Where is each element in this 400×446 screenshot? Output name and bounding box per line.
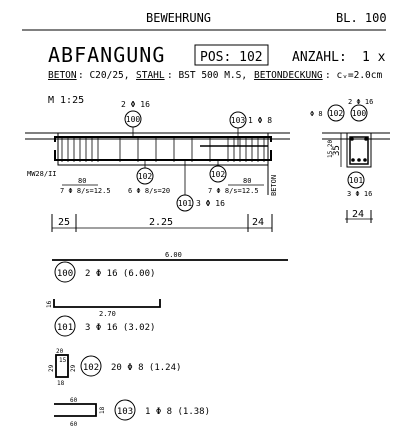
dim-right: 24 (252, 217, 264, 228)
bar-102-dim-right: 29 (70, 364, 77, 372)
left-stirrup-label: 7 Φ 8/s=12.5 (60, 187, 111, 195)
dim-mid: 2.25 (149, 217, 173, 228)
mid-stirrup-label: 6 Φ 8/s=20 (128, 187, 170, 195)
section-ref-102-circle (327, 104, 345, 122)
header-title: BEWEHRUNG (146, 11, 211, 25)
bar-103-dim-side: 18 (99, 406, 106, 414)
section-bottom-bar-3 (363, 158, 367, 162)
bar-100-schedule: 6.00 100 2 Φ 16 (6.00) (52, 251, 288, 283)
bar-103-dim-bottom: 60 (70, 421, 78, 428)
bar-102-shape (55, 354, 69, 378)
bar-101-length: 2.70 (99, 310, 116, 318)
section-outline (346, 132, 372, 168)
part-name: ABFANGUNG (48, 43, 165, 67)
bar-102-text: 20 Φ 8 (1.24) (111, 363, 181, 373)
beam-section: 2 Φ 16 102 Φ 8 100 35 15.20 101 3 Φ 16 2… (310, 98, 390, 223)
section-ref-101-text: 101 (349, 176, 364, 185)
scale-label: M 1:25 (48, 95, 84, 106)
bar-103-schedule: 60 18 60 103 1 Φ 8 (1.38) (54, 397, 210, 428)
beam-elevation: BETON MW28/II 2 Φ 16 100 103 1 Φ 8 80 7 … (25, 100, 290, 232)
ref-102-mid-text: 102 (138, 172, 153, 181)
ref-100-text: 100 (126, 115, 141, 124)
bar-103-ref-circle (114, 399, 136, 421)
section-ref-102-label: Φ 8 (310, 110, 323, 118)
bar-102-dim-inner: 15 (59, 357, 67, 364)
bar-102-ref: 102 (83, 363, 99, 373)
left-80-dim: 80 (78, 177, 86, 185)
header-sheet-number: BL. 100 (336, 11, 387, 25)
section-ref-102-text: 102 (329, 109, 344, 118)
section-bottom-bar-1 (351, 158, 355, 162)
pos-box (194, 44, 269, 66)
count-value: 1 x (362, 50, 386, 65)
bar-101-ref: 101 (57, 323, 73, 333)
beton-side-label: BETON (270, 175, 278, 196)
bottom-bar-101 (54, 150, 272, 161)
section-stirrup (349, 136, 369, 165)
masonry-note: MW28/II (27, 170, 57, 178)
ref-103-text: 103 (231, 116, 246, 125)
bar-101-shape (53, 299, 161, 308)
bar-101-side-dim: 16 (46, 300, 53, 308)
top-bar-label: 2 Φ 16 (121, 100, 150, 109)
bar-103-dim-top: 60 (70, 397, 78, 404)
count-label: ANZAHL: (292, 50, 347, 65)
right-80-dim: 80 (243, 177, 251, 185)
bar-102-dim-top: 20 (56, 348, 64, 355)
stirrup-lines (61, 137, 265, 162)
bar-101-text: 3 Φ 16 (3.02) (85, 323, 155, 333)
bar-102-dim-left: 29 (48, 364, 55, 372)
bar-103-shape (54, 403, 97, 417)
ref-101-label: 3 Φ 16 (196, 199, 225, 208)
section-ref-101-circle (347, 171, 365, 189)
beton-label: BETON (48, 70, 77, 81)
bar-103-text: 1 Φ 8 (1.38) (145, 407, 210, 417)
bar-102-dim-bottom: 18 (57, 380, 65, 387)
section-height-dim: 35 (332, 145, 342, 156)
bar-100-ref-circle (54, 261, 76, 283)
pos-label: POS: 102 (200, 50, 263, 65)
bar-101-schedule: 16 2.70 101 3 Φ 16 (3.02) (46, 299, 161, 337)
section-top-bar-2 (364, 137, 368, 141)
section-top-bar-1 (350, 137, 354, 141)
section-ref-100-text: 100 (352, 109, 367, 118)
bar-103-ref: 103 (117, 407, 133, 417)
bar-101-ref-circle (54, 315, 76, 337)
section-ref-100-circle (350, 104, 368, 122)
top-bar-100 (54, 136, 272, 142)
stahl-label: STAHL (136, 70, 165, 81)
section-bottom-bar-2 (357, 158, 361, 162)
beton-value: : C20/25, (78, 70, 129, 81)
section-bottom-label: 3 Φ 16 (347, 190, 372, 198)
ref-103-label: 1 Φ 8 (248, 116, 272, 125)
right-stirrup-label: 7 Φ 8/s=12.5 (208, 187, 259, 195)
bar-100-text: 2 Φ 16 (6.00) (85, 269, 155, 279)
ref-101-text: 101 (178, 199, 193, 208)
ref-102-right-text: 102 (211, 170, 226, 179)
deckung-value: : cᵥ=2.0cm (325, 70, 382, 81)
bar-102-schedule: 20 29 15 29 18 102 20 Φ 8 (1.24) (48, 348, 181, 387)
deckung-label: BETONDECKUNG (254, 70, 323, 81)
bar-100-ref: 100 (57, 269, 73, 279)
dim-left: 25 (58, 217, 70, 228)
stahl-value: : BST 500 M.S, (167, 70, 247, 81)
bar-102-ref-circle (80, 355, 102, 377)
bar-100-length: 6.00 (165, 251, 182, 259)
section-top-label: 2 Φ 16 (348, 98, 373, 106)
section-height-sub: 15.20 (327, 140, 334, 158)
section-width-dim: 24 (352, 209, 364, 220)
